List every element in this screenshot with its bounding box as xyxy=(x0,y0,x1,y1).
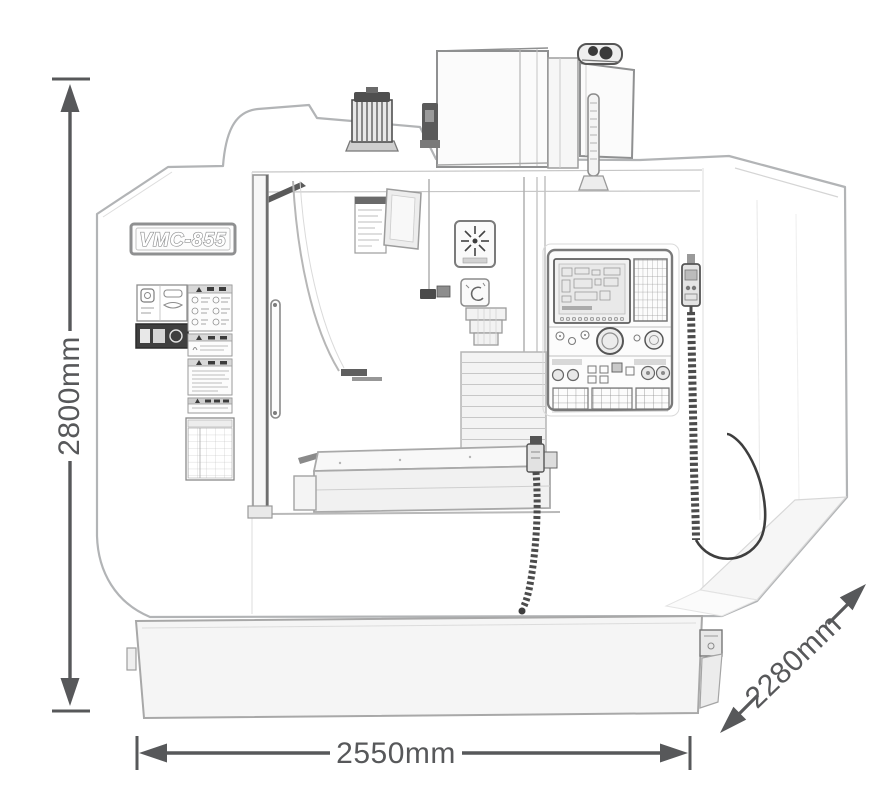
left-warning-labels xyxy=(135,284,235,481)
width-dimension: 2550mm xyxy=(135,736,692,770)
width-dimension-label: 2550mm xyxy=(336,737,456,770)
door-bottom-rail xyxy=(352,377,382,381)
spindle-nose xyxy=(465,307,507,346)
mode-switch-row xyxy=(555,327,664,355)
tool-magazine-housing xyxy=(436,47,549,168)
crt-screen xyxy=(553,258,631,324)
pendant-handwheel xyxy=(681,254,701,312)
warning-sticker-stack xyxy=(187,284,233,414)
hanging-coiled-cable xyxy=(518,436,558,615)
door-warning-label xyxy=(354,196,387,254)
sliding-door-curve-inner xyxy=(299,180,345,369)
beacon-unit xyxy=(577,43,623,65)
screen-content xyxy=(561,267,621,303)
auxiliary-unit xyxy=(420,103,440,148)
model-badge: VMC-855 xyxy=(129,222,237,256)
mdi-keypad xyxy=(633,258,668,322)
door-frame xyxy=(247,174,281,519)
arrow-left xyxy=(139,743,167,763)
cable-loop xyxy=(694,432,767,561)
height-dimension-label: 2800mm xyxy=(53,336,86,456)
pictogram-label xyxy=(136,284,188,322)
top-units xyxy=(345,43,636,191)
door-track xyxy=(251,169,703,193)
warning-sticker-4 xyxy=(187,397,233,414)
door-sill xyxy=(265,511,561,515)
arrow-down-left xyxy=(720,706,747,733)
signal-tower xyxy=(578,93,609,191)
base-right-bracket xyxy=(699,629,723,709)
inspection-window-inner xyxy=(389,194,416,243)
override-dial xyxy=(644,330,664,350)
warning-sticker-3 xyxy=(187,358,233,396)
softkey-row xyxy=(559,316,625,322)
height-dimension: 2800mm xyxy=(52,77,90,713)
machine-base xyxy=(126,614,723,720)
spindle-head-label xyxy=(454,220,496,268)
door-bottom-latch xyxy=(341,369,367,376)
warning-sticker-1 xyxy=(187,284,233,332)
specification-label xyxy=(185,417,235,481)
sliding-door-curve xyxy=(292,180,340,372)
arrow-up-right xyxy=(839,584,866,611)
arrow-down xyxy=(60,678,80,706)
arrow-right xyxy=(660,743,688,763)
spindle-motor xyxy=(345,87,399,152)
base-left-tab xyxy=(126,647,137,671)
pendant-coiled-cable xyxy=(687,311,767,561)
button-row xyxy=(551,359,671,384)
starburst-icon xyxy=(461,226,489,256)
housing-step xyxy=(547,57,579,169)
door-frame-foot xyxy=(247,505,273,519)
worktable xyxy=(293,445,552,513)
warning-sticker-2 xyxy=(187,333,233,357)
arrow-up xyxy=(60,84,80,112)
front-left-chamfer-inner xyxy=(102,171,173,218)
jog-knob xyxy=(596,327,624,355)
depth-dimension-label: 2280mm xyxy=(739,608,848,715)
right-side-panel xyxy=(664,167,848,617)
cnc-control-panel xyxy=(542,243,680,417)
spindle-lube-label xyxy=(460,278,490,307)
brand-label xyxy=(135,323,189,349)
bottom-keypads xyxy=(552,387,670,410)
model-badge-text: VMC-855 xyxy=(139,230,226,251)
door-handle xyxy=(270,299,281,419)
door-top-corner-shadow xyxy=(263,182,306,203)
spindle-tool xyxy=(420,285,451,299)
